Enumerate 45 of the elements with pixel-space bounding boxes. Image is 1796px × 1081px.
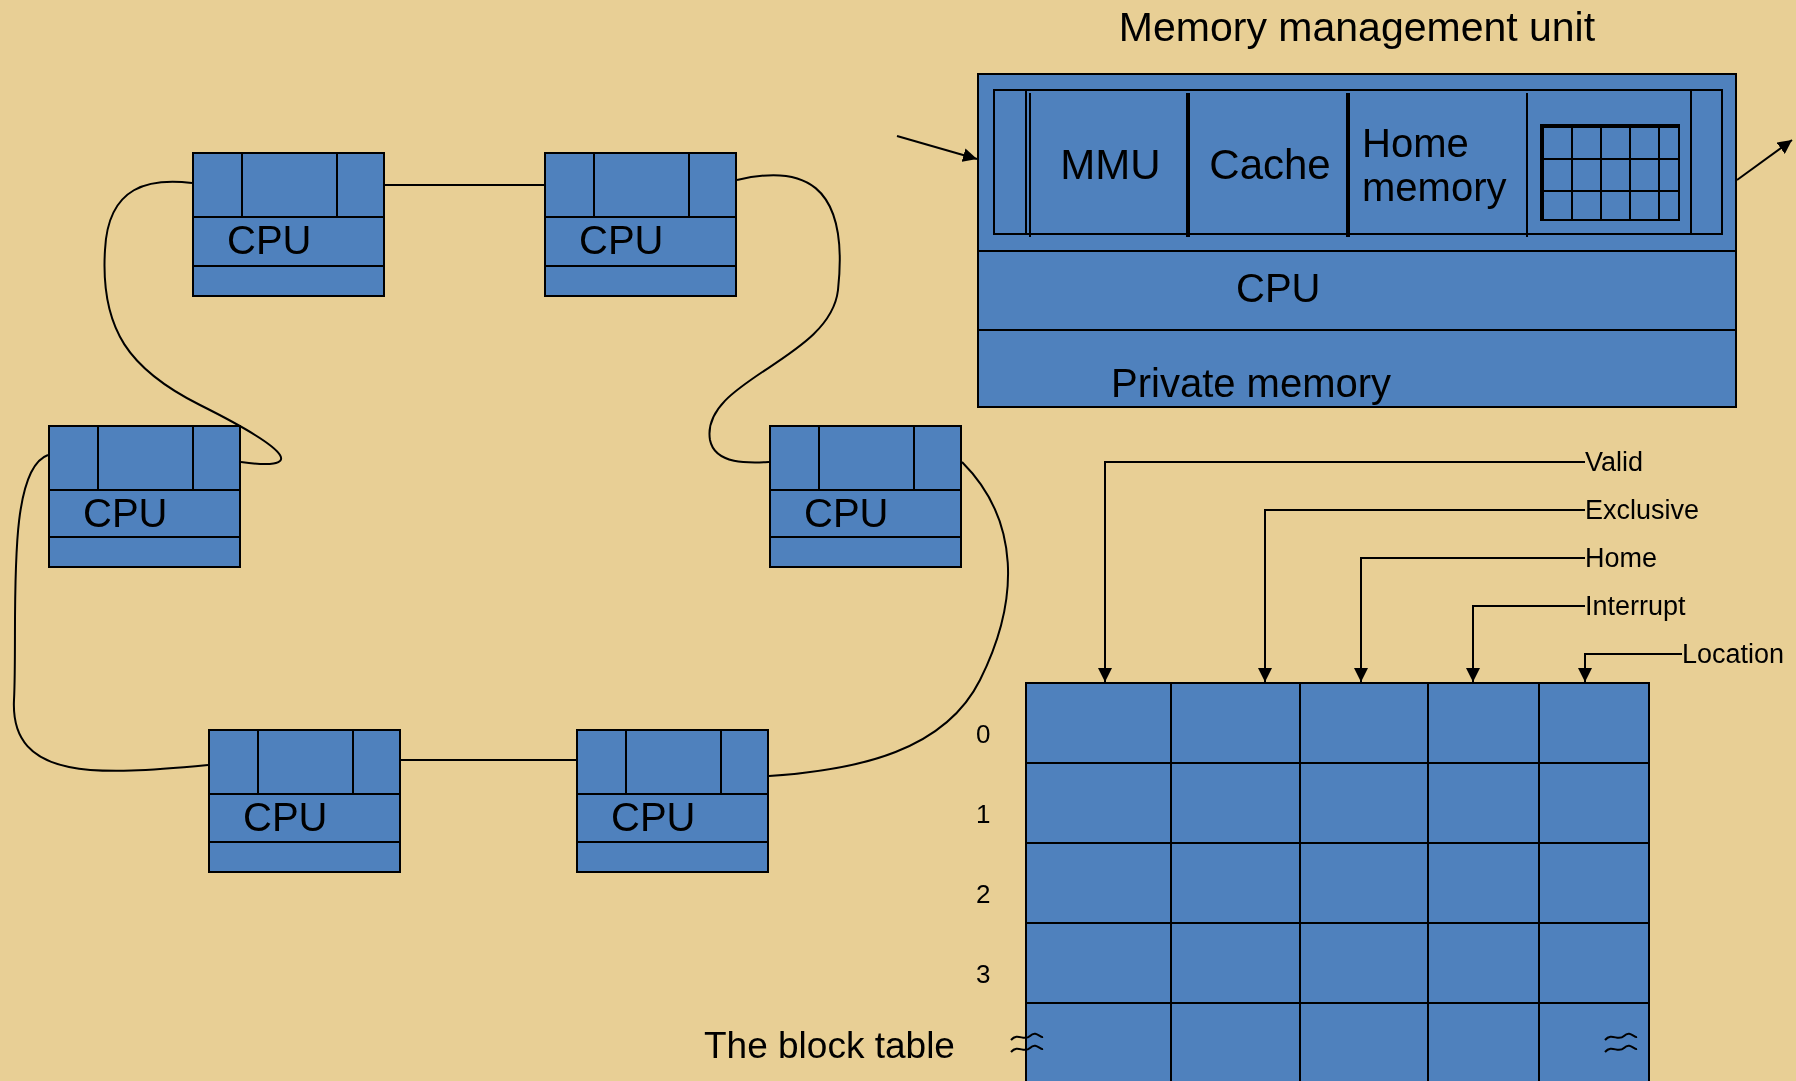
- slot-label: Cache: [1208, 141, 1332, 189]
- band-label: CPU: [1236, 266, 1321, 310]
- leader-arrow: [1466, 605, 1586, 683]
- arrow: [1736, 139, 1793, 181]
- connector-line: [768, 461, 1009, 777]
- processor-label: CPU: [804, 491, 889, 535]
- processor-box: [769, 425, 962, 568]
- connector-line: [103, 180, 283, 466]
- slot-label: MMU: [1059, 141, 1162, 189]
- register-slot: [1348, 93, 1528, 237]
- processor-label: CPU: [227, 218, 312, 262]
- row-number: 0: [976, 720, 991, 749]
- row-number: 1: [976, 800, 991, 829]
- processor-label: CPU: [243, 795, 328, 839]
- table-grid-icon: [1540, 124, 1680, 221]
- unit-title: Memory management unit: [1117, 5, 1597, 51]
- connector-line: [709, 174, 841, 464]
- table-caption: The block table: [704, 1026, 955, 1067]
- connector-line: [384, 184, 545, 186]
- band-label: Private memory: [1111, 361, 1392, 405]
- row-number: 3: [976, 960, 991, 989]
- connector-line: [400, 759, 577, 761]
- field-label: Valid: [1585, 445, 1644, 479]
- processor-label: CPU: [83, 491, 168, 535]
- processor-box: [192, 152, 385, 297]
- leader-arrow: [1098, 461, 1586, 683]
- field-label: Home: [1585, 541, 1658, 575]
- leader-arrow: [1258, 509, 1586, 683]
- field-label: Interrupt: [1585, 589, 1686, 623]
- arrow: [896, 135, 978, 162]
- connector-line: [13, 454, 209, 772]
- processor-label: CPU: [579, 218, 664, 262]
- processor-box: [544, 152, 737, 297]
- register-slot: [1029, 93, 1188, 237]
- row-number: 2: [976, 880, 991, 909]
- processor-box: [208, 729, 401, 873]
- processor-box: [576, 729, 769, 873]
- register-slot: [1188, 93, 1348, 237]
- processor-label: CPU: [611, 795, 696, 839]
- leader-arrow: [1578, 653, 1683, 683]
- leader-arrow: [1354, 557, 1586, 683]
- processor-box: [48, 425, 241, 568]
- field-label: Location: [1682, 637, 1785, 671]
- field-label: Exclusive: [1585, 493, 1700, 527]
- slot-label: Home memory: [1362, 121, 1508, 209]
